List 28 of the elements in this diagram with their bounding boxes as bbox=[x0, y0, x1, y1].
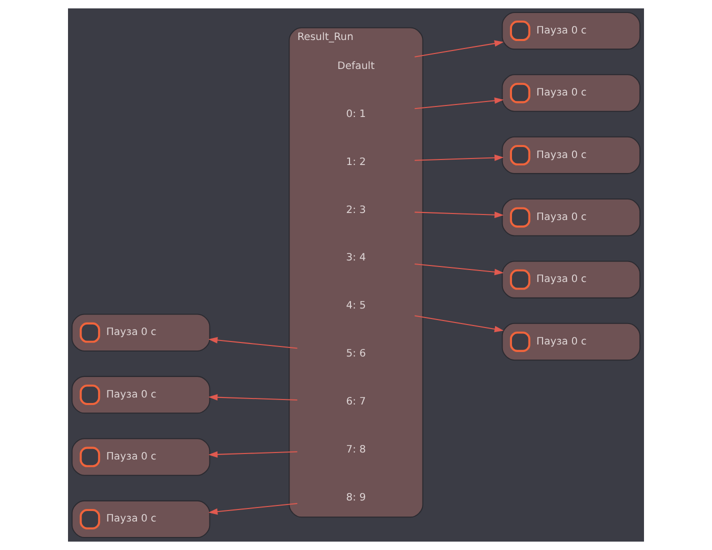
arrow bbox=[414, 263, 504, 276]
arrow bbox=[414, 97, 504, 110]
node-text: 8: 9 bbox=[346, 492, 366, 504]
node-box: Пауза 0 с bbox=[72, 438, 210, 476]
arrow bbox=[208, 503, 298, 515]
node-text: 0: 1 bbox=[346, 108, 366, 120]
node-text: 6: 7 bbox=[346, 396, 366, 408]
node-box: Пауза 0 с bbox=[502, 260, 640, 298]
node-text: 7: 8 bbox=[346, 444, 366, 456]
node-text: Default bbox=[337, 61, 375, 72]
node-text: 3: 4 bbox=[346, 252, 366, 264]
node-box: Пауза 0 с bbox=[502, 322, 640, 361]
node-text: 4: 5 bbox=[346, 300, 366, 312]
node-box: Пауза 0 с bbox=[502, 74, 640, 112]
arrow bbox=[208, 337, 298, 349]
node-box: Пауза 0 с bbox=[72, 500, 210, 538]
node-box: Пауза 0 с bbox=[502, 198, 640, 236]
node-box: Пауза 0 с bbox=[502, 12, 640, 50]
node-text: 5: 6 bbox=[346, 348, 366, 360]
node-box: Пауза 0 с bbox=[72, 376, 210, 414]
arrow bbox=[414, 212, 504, 218]
node-box: Пауза 0 с bbox=[502, 136, 640, 174]
arrow bbox=[208, 394, 298, 401]
arrow bbox=[208, 451, 298, 458]
arrow bbox=[414, 154, 504, 161]
node-text: 2: 3 bbox=[346, 204, 366, 216]
node-text: 1: 2 bbox=[346, 156, 366, 168]
node-box: Пауза 0 с bbox=[72, 314, 210, 352]
